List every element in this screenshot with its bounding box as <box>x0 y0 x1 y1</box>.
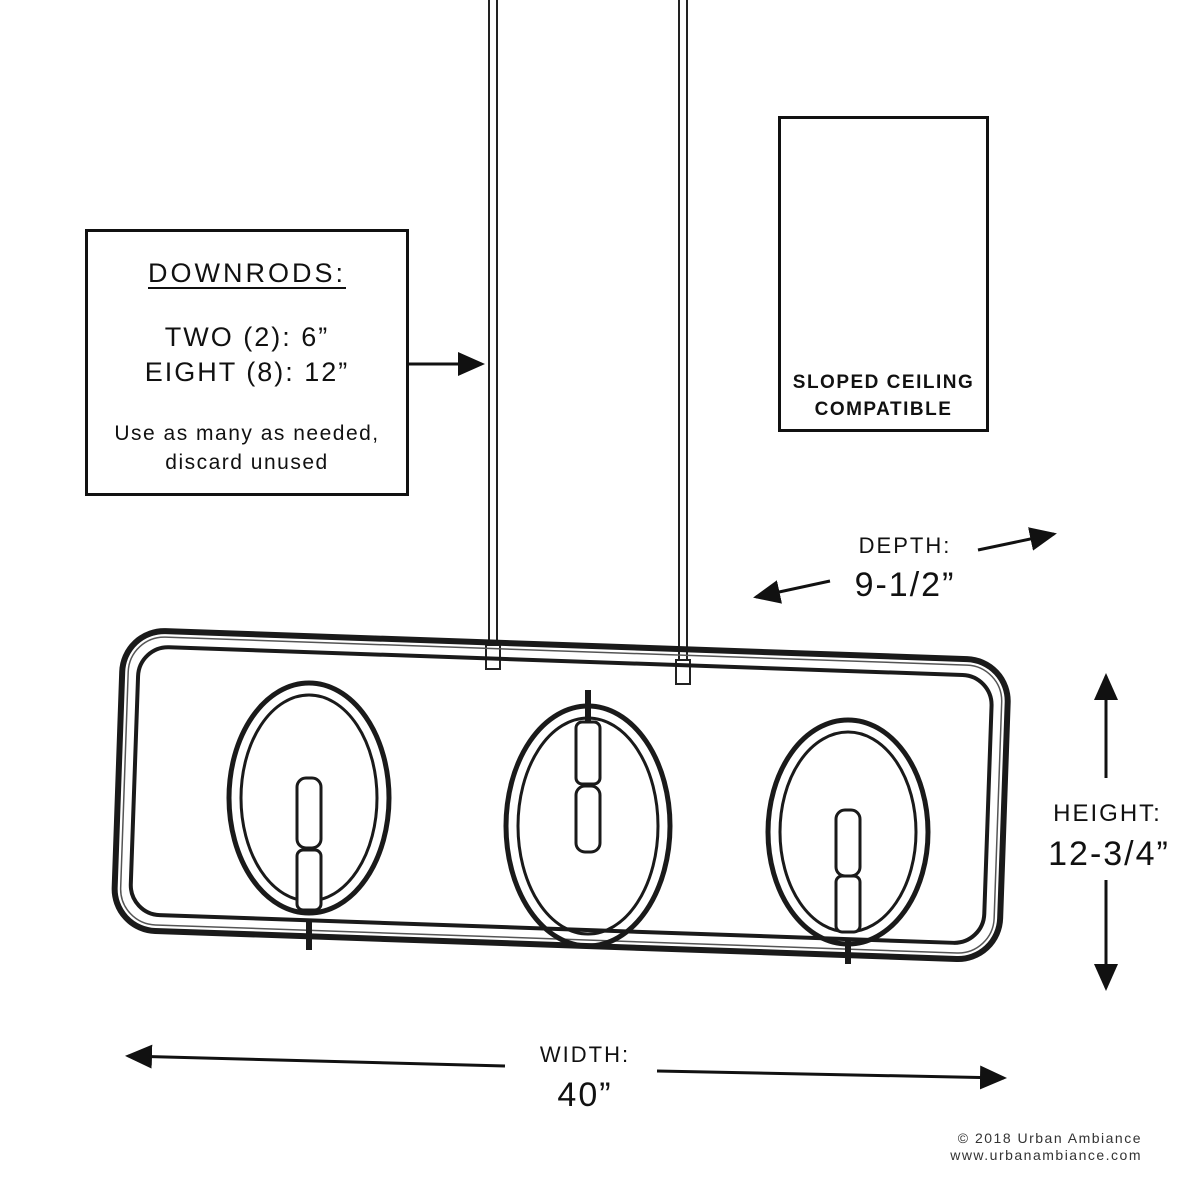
fixture-frame <box>111 628 1011 962</box>
ring-right-group <box>765 717 931 964</box>
ring-center-outer <box>503 703 673 949</box>
ring-center-group <box>503 690 673 949</box>
bulb-left-lower <box>295 848 323 912</box>
depth-arrow-right <box>977 527 1057 552</box>
frame-inner <box>128 645 994 945</box>
frame-shadow <box>119 636 1003 954</box>
width-label: WIDTH: <box>539 1042 631 1067</box>
ring-center-inner <box>516 716 660 936</box>
downrods-info-box: DOWNRODS: TWO (2): 6” EIGHT (8): 12” Use… <box>85 229 409 496</box>
ring-right-outer <box>765 717 931 947</box>
depth-arrow-left <box>753 579 831 604</box>
bulb-center-lower <box>574 784 602 854</box>
width-arrow-left <box>125 1044 506 1069</box>
ring-left-outer <box>226 680 392 916</box>
height-value: 12-3/4” <box>1048 835 1170 873</box>
sloped-ceiling-label-line2: COMPATIBLE <box>814 399 953 420</box>
downrods-eight-twelve-inch: EIGHT (8): 12” <box>144 357 350 387</box>
frame-outer <box>111 628 1011 962</box>
sloped-ceiling-label-line1: SLOPED CEILING <box>792 372 975 393</box>
downrod-cables <box>485 0 691 685</box>
sloped-ceiling-box: SLOPED CEILING COMPATIBLE <box>778 116 989 432</box>
downrods-title: DOWNRODS: <box>148 258 346 288</box>
bulb-center-upper <box>574 720 602 786</box>
website-url: www.urbanambiance.com <box>950 1147 1142 1163</box>
bulb-right-lower <box>834 874 862 934</box>
ring-left-group <box>226 680 392 950</box>
width-value: 40” <box>557 1076 613 1114</box>
height-label: HEIGHT: <box>1053 800 1162 827</box>
bulb-left-upper <box>295 776 323 850</box>
copyright-block: © 2018 Urban Ambiance www.urbanambiance.… <box>950 1130 1142 1164</box>
downrods-note-line1: Use as many as needed, <box>114 422 380 445</box>
copyright-text: © 2018 Urban Ambiance <box>957 1130 1142 1146</box>
downrods-note-line2: discard unused <box>165 451 329 474</box>
depth-label: DEPTH: <box>858 533 952 558</box>
dimension-arrows <box>125 352 1118 1090</box>
downrods-two-six-inch: TWO (2): 6” <box>164 322 330 352</box>
bulb-right-upper <box>834 808 862 878</box>
depth-value: 9-1/2” <box>854 566 956 604</box>
width-arrow-right <box>656 1065 1007 1090</box>
